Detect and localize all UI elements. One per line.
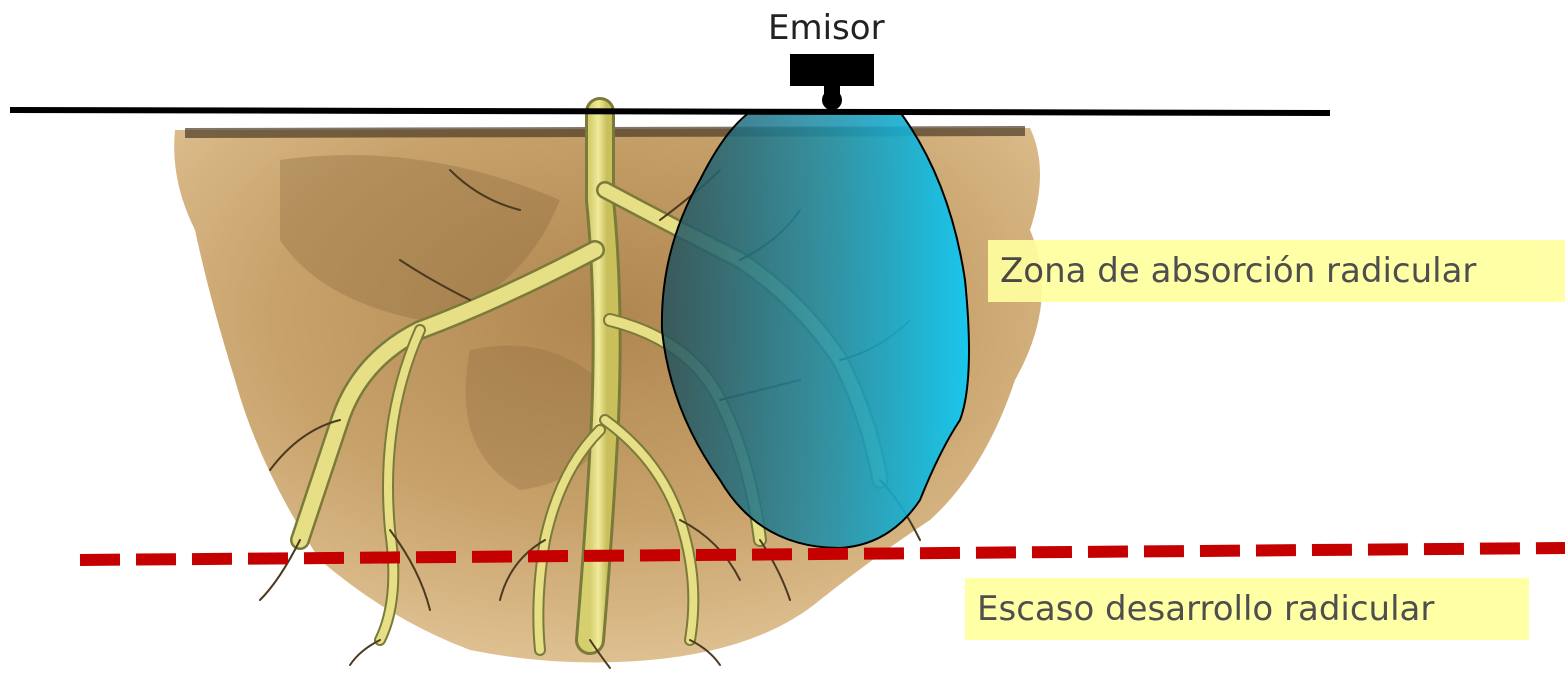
root-development-limit-line: [80, 548, 1565, 560]
emitter-label: Emisor: [768, 8, 885, 48]
drip-emitter-icon: [790, 54, 874, 110]
ground-surface-line: [10, 110, 1330, 113]
absorption-zone-label: Zona de absorción radicular: [988, 240, 1565, 302]
scarce-development-label: Escaso desarrollo radicular: [965, 578, 1529, 640]
